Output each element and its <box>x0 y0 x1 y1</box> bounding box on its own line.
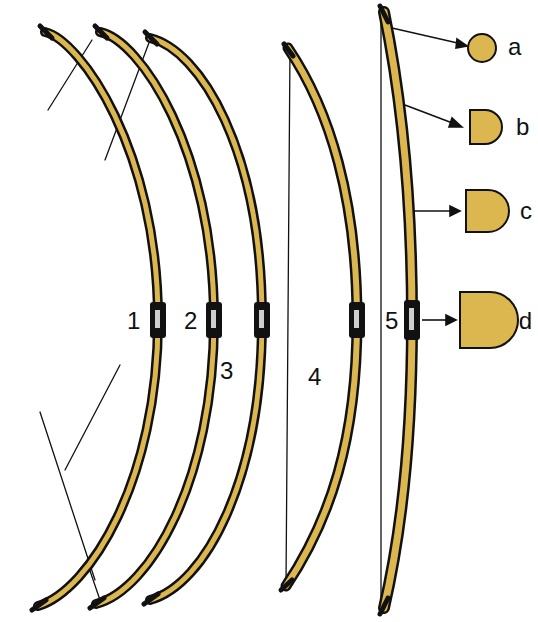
cross-section <box>460 34 518 348</box>
callout-number: 5 <box>383 308 400 334</box>
bow-string <box>40 20 381 600</box>
leader-arrow <box>392 28 467 325</box>
callout-number: 3 <box>218 358 235 384</box>
callout-number: 4 <box>306 364 323 390</box>
bow-grip <box>150 300 420 340</box>
bow-limb <box>286 48 357 586</box>
bow-tip <box>32 6 388 614</box>
section-letter: c <box>518 198 534 224</box>
section-letter: d <box>517 308 534 334</box>
bow-limb <box>38 32 158 606</box>
bow-limb <box>150 38 262 600</box>
bow-limb <box>96 32 214 604</box>
callout-number: 2 <box>182 308 199 334</box>
callout-number: 1 <box>125 308 142 334</box>
section-letter: a <box>506 34 523 60</box>
section-letter: b <box>514 114 531 140</box>
